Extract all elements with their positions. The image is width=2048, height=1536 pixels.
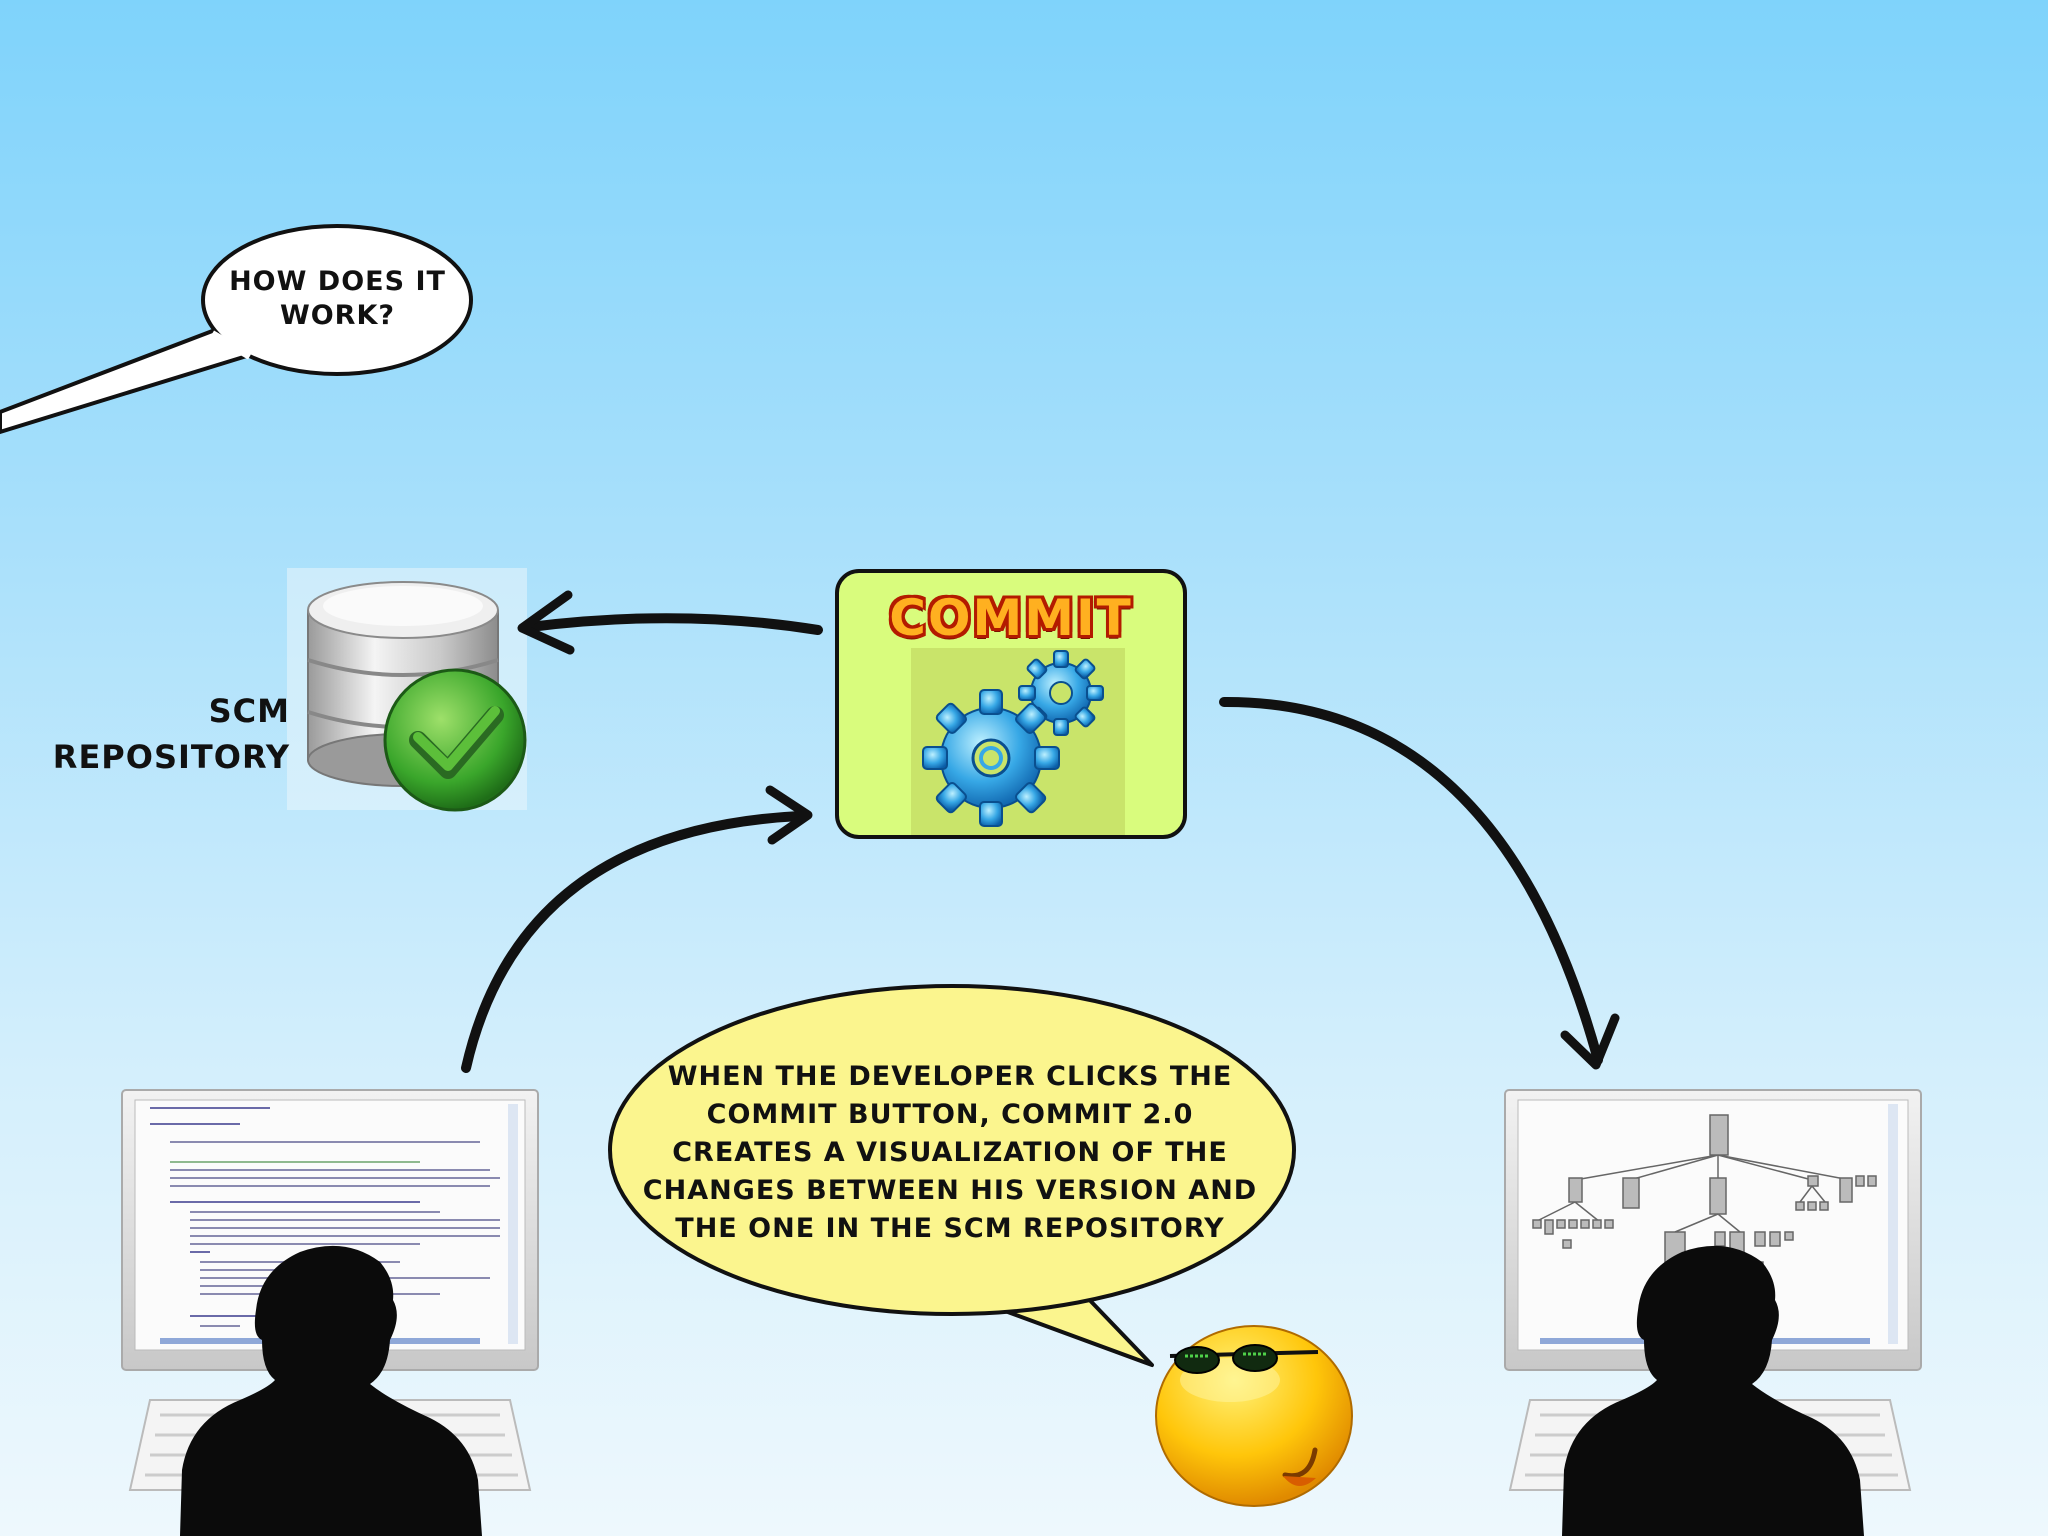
explanation-line-4: changes between his version and: [642, 1175, 1258, 1206]
person-silhouette-icon: [180, 1245, 482, 1536]
question-bubble-text: How does it work?: [215, 265, 460, 333]
scm-label-line-1: SCM: [208, 692, 290, 730]
question-line-1: How does it: [229, 266, 446, 297]
code-editor-lines: [150, 1107, 500, 1327]
smiley-sunglasses-icon: [1155, 1325, 1353, 1507]
explanation-line-3: creates a visualization of the: [672, 1137, 1228, 1168]
scm-label-line-2: Repository: [52, 738, 290, 777]
question-speech-bubble: [0, 224, 473, 434]
person-silhouette-icon: [1562, 1245, 1864, 1536]
commit-tool-box: COMMIT 2.0: [835, 569, 1187, 839]
explanation-speech-bubble: [608, 984, 1296, 1367]
commit-gears-panel: [911, 648, 1125, 835]
arrow-developer-to-commit: [461, 785, 813, 1073]
gears-icon: [922, 650, 1104, 827]
explanation-line-1: When the developer clicks the: [667, 1061, 1233, 1092]
database-check-icon: [287, 568, 527, 812]
explanation-line-2: commit button, Commit 2.0: [706, 1099, 1194, 1130]
scm-repository-label: SCM Repository: [20, 688, 290, 781]
arrow-commit-to-visualization: [1219, 696, 1620, 1070]
explanation-bubble-text: When the developer clicks the commit but…: [630, 1058, 1270, 1248]
explanation-line-5: the one in the SCM repository: [675, 1213, 1225, 1244]
question-line-2: work?: [279, 299, 396, 331]
arrow-commit-to-repository: [517, 590, 823, 655]
